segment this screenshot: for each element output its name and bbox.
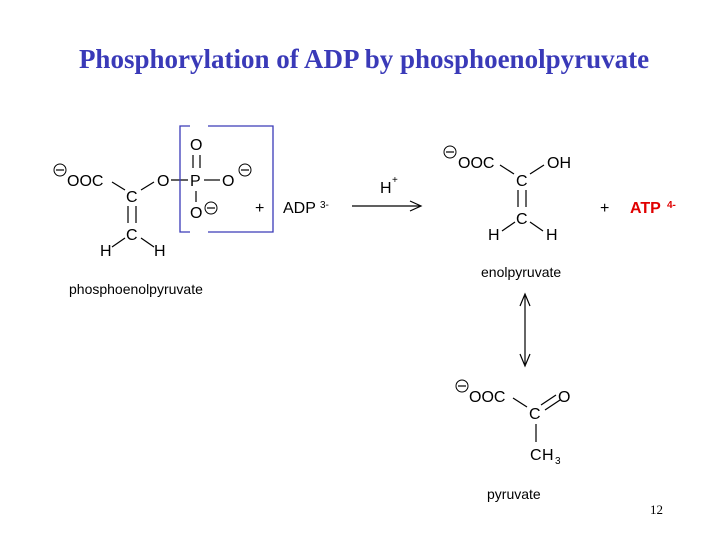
pep-ooc: OOC: [67, 173, 103, 190]
catalyst-charge: +: [392, 175, 398, 186]
phosphoenolpyruvate-label: phosphoenolpyruvate: [69, 281, 203, 297]
pyruvate-structure: OOC C O C H 3: [455, 379, 570, 467]
pyr-subscript: 3: [555, 456, 561, 467]
pep-c2: C: [126, 227, 138, 244]
enol-c2: C: [516, 211, 528, 228]
slide-title: Phosphorylation of ADP by phosphoenolpyr…: [78, 44, 650, 74]
negative-charge-icon: [204, 201, 218, 215]
arrow-head-icon: [409, 200, 423, 212]
pep-p: P: [190, 173, 201, 190]
arrow-up-icon: [519, 292, 531, 307]
pyr-h: H: [542, 447, 554, 464]
phosphate-bracket-left: [179, 125, 190, 233]
pep-c1: C: [126, 189, 138, 206]
pyr-ooc: OOC: [469, 389, 505, 406]
pep-h1: H: [100, 243, 112, 260]
adp-text: ADP: [283, 200, 316, 217]
phosphate-bracket-right: [208, 125, 274, 233]
enolpyruvate-label: enolpyruvate: [481, 264, 561, 280]
pep-o-bridge: O: [157, 173, 169, 190]
enolpyruvate-structure: OOC OH C C H H: [443, 145, 571, 244]
arrow-down-icon: [519, 353, 531, 368]
pep-o-top: O: [190, 137, 202, 154]
pep-o-bottom: O: [190, 205, 202, 222]
enol-c1: C: [516, 173, 528, 190]
negative-charge-icon: [455, 379, 469, 393]
catalyst-h: H: [380, 180, 392, 197]
negative-charge-icon: [238, 163, 252, 177]
phosphoenolpyruvate-structure: OOC C C H H O O P O O: [53, 125, 274, 260]
enol-oh: OH: [547, 155, 571, 172]
atp-charge: 4-: [667, 200, 676, 211]
enol-h2: H: [546, 227, 558, 244]
adp-charge: 3-: [320, 200, 329, 211]
plus-sign: +: [600, 200, 609, 217]
negative-charge-icon: [443, 145, 457, 159]
pyr-c: C: [529, 406, 541, 423]
pyruvate-label: pyruvate: [487, 486, 541, 502]
page-number: 12: [650, 502, 663, 517]
plus-sign: +: [255, 200, 264, 217]
enol-h1: H: [488, 227, 500, 244]
pep-o-right: O: [222, 173, 234, 190]
atp-text: ATP: [630, 200, 661, 217]
negative-charge-icon: [53, 163, 67, 177]
pep-h2: H: [154, 243, 166, 260]
pyr-ch: C: [530, 447, 542, 464]
enol-ooc: OOC: [458, 155, 494, 172]
pyr-o: O: [558, 389, 570, 406]
